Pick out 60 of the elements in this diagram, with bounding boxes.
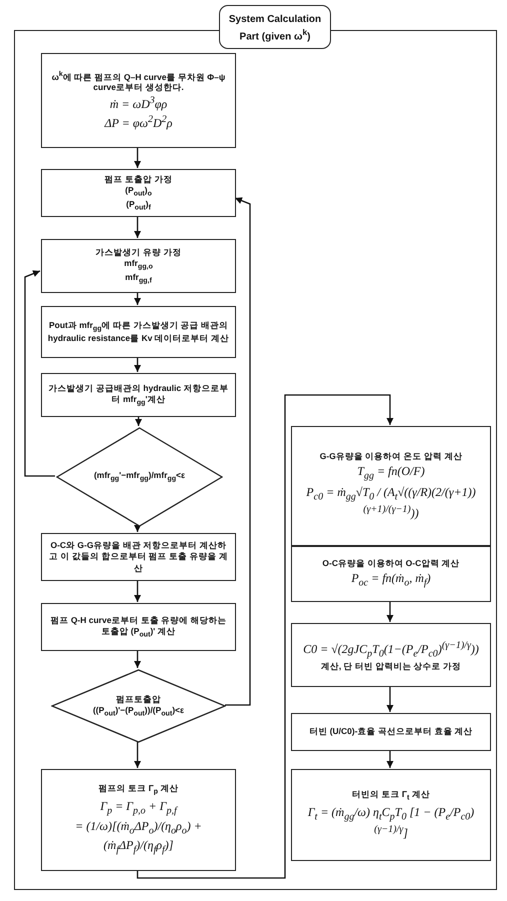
decision-diamond: [51, 669, 226, 743]
arrow: [134, 650, 141, 668]
arrow: [136, 394, 394, 879]
process-box: [41, 169, 236, 217]
step-text: mfr$_{gg,o}$: [124, 258, 153, 272]
formula: P$_{c0}$ = ṁ$_{gg}$√T$_{0}$ / (A$_{t}$√((γ/R)(2/(γ+1))$^{(γ+1)/(γ−1)}$)): [305, 485, 477, 521]
process-box: [291, 623, 491, 687]
step-text: 터빈의 토크 Γ$_{t}$ 계산: [352, 789, 430, 803]
arrow: [134, 742, 141, 768]
step-text: 가스발생기 유량 가정: [96, 246, 182, 258]
step-text: (P$_{out}$)$_{o}$: [125, 184, 152, 199]
arrow: [134, 292, 141, 305]
step-text: O-C와 G-G유량을 배관 저항으로부터 계산하고 이 값들의 합으로부터 펌프 토출 유량을 계산: [48, 540, 229, 574]
arrow: [134, 147, 141, 168]
formula: ΔP = φω$^{2}$D$^{2}$ρ: [104, 114, 172, 132]
process-box: [41, 769, 236, 871]
process-box: [291, 769, 491, 861]
arrow: [134, 216, 141, 238]
arrow: [24, 270, 55, 477]
process-box: [41, 603, 236, 651]
formula: T$_{gg}$ = fn(O/F): [357, 464, 425, 484]
process-box: [41, 306, 236, 358]
process-box: [41, 373, 236, 417]
process-box: [41, 53, 236, 148]
condition-text: (mfr$_{gg}$'−mfr$_{gg}$)/mfr$_{gg}$<ε: [94, 470, 186, 484]
formula: Γ$_{t}$ = (ṁ$_{gg}$/ω) η$_{t}$C$_{p}$T$_{0}$ [1 − (P$_{e}$/P$_{c0}$)$^{(γ−1)/γ}$]: [306, 804, 476, 841]
step-text: 펌프 Q-H curve로부터 토출 유량에 해당하는 토출압 (P$_{out}$)' 계산: [49, 614, 228, 640]
decision-diamond: [56, 427, 223, 527]
step-text: ω$^{k}$에 따른 펌프의 Q–H curve를 무차원 Φ–ψ curve로부터 생성한다.: [50, 70, 226, 94]
process-box: [291, 426, 491, 546]
formula: ṁ = ωD$^{3}$φρ: [110, 95, 168, 112]
step-text: 가스발생기 공급배관의 hydraulic 저항으로부터 mfr$_{gg}$'계산: [48, 382, 230, 408]
step-text: O-C유량을 이용하여 O-C압력 계산: [322, 558, 460, 570]
formula: P$_{oc}$ = fn(ṁ$_{o}$, ṁ$_{f}$): [351, 571, 431, 590]
step-text: mfr$_{gg,f}$: [125, 272, 152, 286]
formula: C0 = √(2gJC$_{p}$T$_{0}$(1−(P$_{e}$/P$_{c0}$)$^{(γ−1)/γ}$)): [303, 640, 479, 661]
process-box: [41, 239, 236, 293]
step-text: 계산, 단 터빈 압력비는 상수로 가정: [320, 660, 462, 672]
arrow: [386, 601, 394, 622]
condition-text: 펌프토출압: [116, 694, 161, 705]
step-text: Pout과 mfr$_{gg}$에 따른 가스발생기 공급 배관의 hydraulic resistance를 Kv 데이터로부터 계산: [47, 320, 230, 344]
process-box: [291, 713, 491, 751]
step-text: 펌프의 토크 Γ$_{p}$ 계산: [98, 782, 178, 797]
step-text: (P$_{out}$)$_{f}$: [126, 198, 151, 212]
formula: = (1/ω)[(ṁ$_{o}$ΔP$_{o}$)/(η$_{o}$ρ$_{o}$) + (ṁ$_{f}$ΔP$_{f}$)/(η$_{f}$ρ$_{f}$)]: [74, 819, 203, 858]
condition-text: ((P$_{out}$)'−(P$_{out}$))/(P$_{out}$)<ε: [92, 704, 184, 718]
arrow: [135, 416, 142, 426]
arrow: [134, 525, 141, 532]
step-text: G-G유량을 이용하여 온도 압력 계산: [320, 451, 462, 462]
step-text: 터빈 (U/C0)-효율 곡선으로부터 효율 계산: [309, 726, 473, 738]
arrow: [225, 197, 251, 706]
arrow: [134, 357, 141, 372]
formula: Γ$_{p}$ = Γ$_{p,o}$ + Γ$_{p,f}$: [100, 798, 177, 818]
title-box: System Calculation Part (given ω$^{k}$): [219, 5, 331, 49]
arrow: [134, 580, 141, 602]
arrow: [386, 750, 394, 768]
process-box: [41, 533, 236, 581]
process-box: [291, 546, 491, 602]
step-text: 펌프 토출압 가정: [104, 174, 172, 185]
arrow: [386, 686, 394, 712]
